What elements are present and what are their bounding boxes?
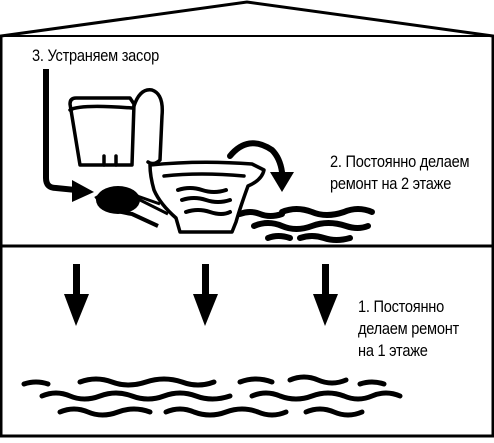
water-wave-icon (21, 374, 403, 418)
plunger-icon (94, 186, 169, 228)
step1-label-line1: 1. Постоянно (358, 297, 444, 316)
bent-arrow-icon (43, 69, 94, 202)
step1-label: 1. Постоянно делаем ремонт на 1 этаже (358, 296, 459, 362)
step1-label-line3: на 1 этаже (358, 341, 428, 360)
curved-arrow-icon (227, 140, 294, 192)
step2-label: 2. Постоянно делаем ремонт на 2 этаже (330, 151, 470, 195)
step3-label: 3. Устраняем засор (32, 46, 159, 65)
down-arrow-icon (193, 264, 218, 326)
down-arrow-icon (313, 264, 338, 326)
down-arrow-icon (64, 264, 89, 326)
step2-label-line1: 2. Постоянно делаем (330, 152, 470, 171)
step2-label-line2: ремонт на 2 этаже (330, 174, 452, 193)
step1-label-line2: делаем ремонт (358, 319, 459, 338)
toilet-icon (68, 88, 266, 234)
water-wave-icon (237, 206, 375, 243)
